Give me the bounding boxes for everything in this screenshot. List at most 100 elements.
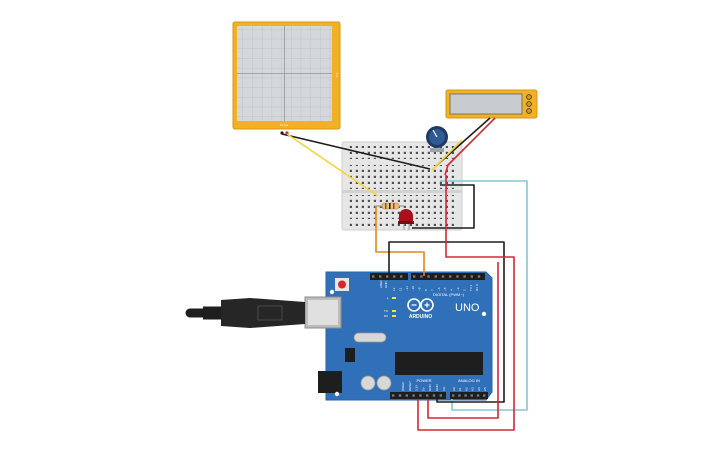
pin-label: 8 (424, 289, 428, 291)
pin-hole[interactable] (400, 275, 403, 278)
pin-hole[interactable] (386, 275, 389, 278)
multimeter-port-1[interactable] (526, 94, 532, 100)
led-l-label: L (387, 296, 389, 300)
pin-hole[interactable] (452, 394, 455, 397)
arduino-model-text: UNO (455, 302, 480, 314)
led-l-indicator (392, 297, 396, 299)
wire-cyan[interactable] (440, 180, 528, 411)
potentiometer[interactable] (426, 126, 448, 152)
pin-hole[interactable] (470, 394, 473, 397)
pin-hole[interactable] (458, 394, 461, 397)
pin-hole[interactable] (464, 394, 467, 397)
pin-hole[interactable] (439, 394, 442, 397)
atmega-chip (395, 352, 483, 375)
wire-black-gnd[interactable] (388, 241, 505, 403)
wire-black-ground[interactable] (412, 184, 475, 229)
oscilloscope[interactable]: 10 ms 5 V (232, 21, 341, 135)
pin-hole[interactable] (379, 275, 382, 278)
power-header-label: POWER (416, 378, 431, 383)
pin-label: GND (435, 384, 439, 392)
pin-hole[interactable] (476, 394, 480, 397)
power-jack (318, 371, 342, 393)
pin-label: A3 (471, 387, 475, 391)
pin-label: A5 (483, 387, 487, 391)
led-tx-indicator (392, 310, 396, 312)
pin-hole[interactable] (463, 275, 466, 278)
pin-label: 4 (450, 289, 454, 291)
wire-meter-red[interactable] (444, 117, 496, 176)
oscilloscope-x-label: 10 ms (280, 123, 289, 127)
digital-header-label: DIGITAL (PWM~) (433, 292, 465, 297)
pin-label: RX 0 (475, 284, 479, 291)
pin-hole[interactable] (427, 275, 430, 278)
wire-scope-black[interactable] (281, 133, 431, 170)
pin-hole[interactable] (470, 275, 473, 278)
multimeter-port-3[interactable] (526, 108, 532, 114)
analog-pin-header[interactable] (450, 392, 488, 399)
voltage-regulator (345, 348, 355, 362)
power-pin-header[interactable] (390, 392, 446, 399)
pin-label: Vin (442, 386, 446, 391)
pin-label: 13 (392, 287, 396, 291)
oscilloscope-y-label: 5 V (335, 73, 339, 78)
pin-hole[interactable] (477, 275, 481, 278)
pin-hole[interactable] (434, 275, 437, 278)
digital-pin-header[interactable] (370, 273, 485, 280)
multimeter[interactable] (445, 89, 538, 119)
arduino-brand-text: ARDUINO (409, 314, 432, 320)
capacitor-1 (360, 375, 376, 391)
wire-red-5v-2[interactable] (427, 262, 499, 419)
led-rx-indicator (392, 315, 396, 317)
aref-label: AREF (379, 280, 383, 288)
pin-label: 5V (421, 387, 425, 391)
pin-label: A0 (452, 387, 456, 391)
pin-hole[interactable] (393, 275, 396, 278)
pin-hole[interactable] (432, 394, 436, 397)
pin-hole[interactable] (483, 394, 486, 397)
wire-pot-yellow[interactable] (431, 139, 463, 171)
pin-label: ~5 (443, 287, 447, 291)
pin-hole[interactable] (420, 275, 423, 278)
led-rx-label: RX (384, 314, 388, 318)
multimeter-port-2[interactable] (526, 101, 532, 107)
pin-hole[interactable] (449, 275, 452, 278)
wires[interactable] (281, 117, 528, 431)
pin-label: GND (428, 384, 432, 392)
reset-button[interactable] (335, 278, 349, 291)
pin-hole[interactable] (456, 275, 459, 278)
pin-hole[interactable] (398, 394, 402, 397)
pin-label: ~3 (456, 287, 460, 291)
pin-label: 12 (398, 287, 402, 291)
wire-orange[interactable] (375, 206, 425, 276)
analog-header-label: ANALOG IN (458, 378, 480, 383)
pin-label: A2 (464, 387, 468, 391)
wire-scope-yellow[interactable] (286, 133, 379, 197)
pin-hole[interactable] (412, 394, 415, 397)
usb-cable[interactable] (185, 298, 305, 328)
gnd-label: GND (384, 281, 388, 289)
wire-red-5v[interactable] (417, 238, 515, 431)
pin-hole[interactable] (426, 394, 429, 397)
capacitor-2 (376, 375, 392, 391)
pin-label: ~9 (418, 287, 422, 291)
pin-label: A4 (477, 387, 481, 391)
resistor[interactable] (376, 202, 404, 210)
pin-label: 2 (462, 289, 466, 291)
crystal (353, 332, 387, 343)
pin-label: RESET (408, 381, 412, 391)
multimeter-display (449, 93, 523, 115)
pin-hole[interactable] (392, 394, 395, 397)
pin-hole[interactable] (405, 394, 408, 397)
pin-hole[interactable] (413, 275, 416, 278)
pin-label: 3.3V (415, 385, 419, 391)
pin-hole[interactable] (419, 394, 422, 397)
pin-hole[interactable] (372, 275, 375, 278)
pin-hole[interactable] (441, 275, 445, 278)
led[interactable] (398, 209, 414, 230)
pin-label: 7 (430, 289, 434, 291)
